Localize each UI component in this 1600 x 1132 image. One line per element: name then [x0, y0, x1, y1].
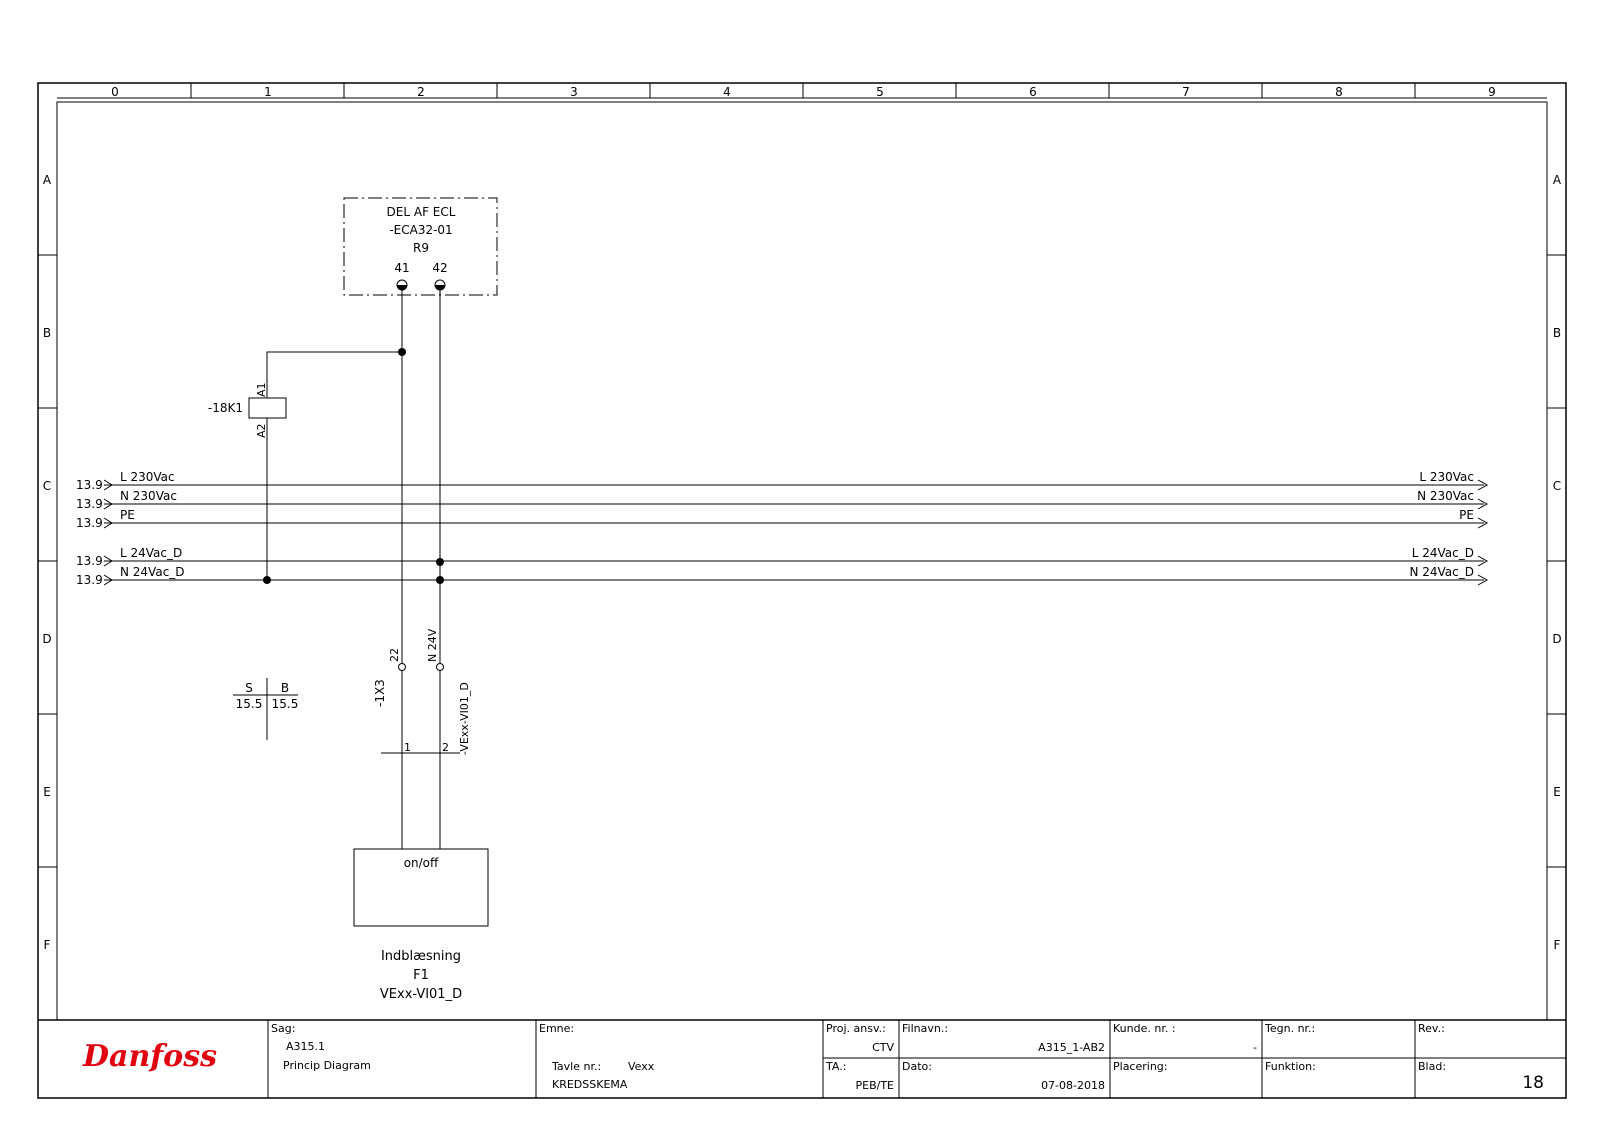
row-label-b-left: B — [43, 326, 51, 340]
bus-label-n230-left: N 230Vac — [120, 489, 177, 503]
device-caption-2: F1 — [413, 968, 429, 983]
bus-label-l230-left: L 230Vac — [120, 470, 175, 484]
filnavn-value: A315_1-AB2 — [1038, 1041, 1105, 1054]
bus-label-l24-right: L 24Vac_D — [1412, 546, 1474, 560]
row-label-e-left: E — [43, 785, 51, 799]
ta-label: TA.: — [825, 1060, 846, 1073]
kunde-label: Kunde. nr. : — [1113, 1022, 1176, 1035]
column-label-1: 1 — [264, 85, 272, 99]
row-label-c-right: C — [1553, 479, 1561, 493]
terminal-n24v — [436, 663, 444, 671]
ecl-label-line2: -ECA32-01 — [389, 223, 452, 237]
column-label-0: 0 — [111, 85, 119, 99]
kunde-value: - — [1253, 1041, 1257, 1054]
relay-coil — [248, 397, 287, 419]
emne-label: Emne: — [539, 1022, 574, 1035]
proj-value: CTV — [872, 1041, 894, 1054]
row-dividers — [38, 254, 1566, 868]
bus-ref-l24: 13.9 — [76, 554, 103, 568]
column-label-5: 5 — [876, 85, 884, 99]
bus-label-l230-right: L 230Vac — [1419, 470, 1474, 484]
sag-desc: Princip Diagram — [283, 1059, 371, 1072]
wiring — [233, 290, 460, 849]
terminal-strip-tag: -1X3 — [373, 679, 387, 707]
ecl-label-line1: DEL AF ECL — [387, 205, 456, 219]
title-block-grid — [38, 1019, 1566, 1098]
device-box — [353, 848, 489, 927]
device-box-label: on/off — [404, 856, 439, 870]
blad-value: 18 — [1522, 1073, 1544, 1093]
relay-a1-label: A1 — [255, 382, 268, 397]
tegn-label: Tegn. nr.: — [1264, 1022, 1315, 1035]
column-label-6: 6 — [1029, 85, 1037, 99]
bus-ref-n230: 13.9 — [76, 497, 103, 511]
device-caption-3: VExx-VI01_D — [380, 987, 462, 1002]
row-label-b-right: B — [1553, 326, 1561, 340]
cable-tag: -VExx-VI01_D — [458, 682, 471, 755]
bus-ref-n24: 13.9 — [76, 573, 103, 587]
blad-label: Blad: — [1418, 1060, 1446, 1073]
ecl-terminal-42 — [434, 279, 446, 291]
column-label-8: 8 — [1335, 85, 1343, 99]
row-label-c-left: C — [43, 479, 51, 493]
terminal-22 — [398, 663, 406, 671]
ecl-module-box — [343, 197, 498, 296]
xref-b-value: 15.5 — [272, 697, 299, 711]
xref-b: B — [281, 681, 289, 695]
column-label-4: 4 — [723, 85, 731, 99]
outer-frame — [37, 82, 1567, 1099]
terminal-n24v-label: N 24V — [426, 628, 439, 662]
filnavn-label: Filnavn.: — [902, 1022, 948, 1035]
bus-label-n230-right: N 230Vac — [1417, 489, 1474, 503]
row-label-a-left: A — [43, 173, 52, 187]
device-caption-1: Indblæsning — [381, 949, 461, 964]
proj-label: Proj. ansv.: — [826, 1022, 886, 1035]
bus-label-pe-left: PE — [120, 508, 135, 522]
junction-dots — [263, 348, 444, 584]
bus-label-n24-left: N 24Vac_D — [120, 565, 185, 579]
placering-label: Placering: — [1113, 1060, 1167, 1073]
dato-value: 07-08-2018 — [1041, 1079, 1105, 1092]
wire-2-label: 2 — [442, 741, 449, 754]
ecl-terminal-41-label: 41 — [394, 261, 409, 275]
sag-label: Sag: — [271, 1022, 295, 1035]
row-label-d-right: D — [1552, 632, 1561, 646]
sag-value: A315.1 — [286, 1040, 325, 1053]
row-label-e-right: E — [1553, 785, 1561, 799]
relay-a2-label: A2 — [255, 423, 268, 438]
row-label-f-right: F — [1554, 938, 1561, 952]
bus-label-pe-right: PE — [1459, 508, 1474, 522]
column-label-3: 3 — [570, 85, 578, 99]
column-header — [57, 83, 1547, 99]
ta-value: PEB/TE — [855, 1079, 894, 1092]
funktion-label: Funktion: — [1265, 1060, 1316, 1073]
row-label-d-left: D — [42, 632, 51, 646]
tavle-value: Vexx — [628, 1060, 655, 1073]
row-label-a-right: A — [1553, 173, 1562, 187]
column-label-2: 2 — [417, 85, 425, 99]
column-label-9: 9 — [1488, 85, 1496, 99]
bus-lines — [103, 479, 1489, 586]
row-label-f-left: F — [44, 938, 51, 952]
bus-label-n24-right: N 24Vac_D — [1409, 565, 1474, 579]
column-label-7: 7 — [1182, 85, 1190, 99]
ecl-terminal-42-label: 42 — [432, 261, 447, 275]
emne-value: KREDSSKEMA — [552, 1078, 628, 1091]
xref-s: S — [245, 681, 253, 695]
bus-ref-pe: 13.9 — [76, 516, 103, 530]
danfoss-logo: Danfoss — [82, 1039, 217, 1074]
xref-s-value: 15.5 — [236, 697, 263, 711]
ecl-terminal-41 — [396, 279, 408, 291]
wire-1-label: 1 — [404, 741, 411, 754]
relay-tag: -18K1 — [208, 401, 243, 415]
bus-ref-l230: 13.9 — [76, 478, 103, 492]
rev-label: Rev.: — [1418, 1022, 1445, 1035]
tavle-label: Tavle nr.: — [551, 1060, 601, 1073]
ecl-label-line3: R9 — [413, 241, 429, 255]
terminal-22-label: 22 — [388, 648, 401, 662]
dato-label: Dato: — [902, 1060, 932, 1073]
bus-label-l24-left: L 24Vac_D — [120, 546, 182, 560]
